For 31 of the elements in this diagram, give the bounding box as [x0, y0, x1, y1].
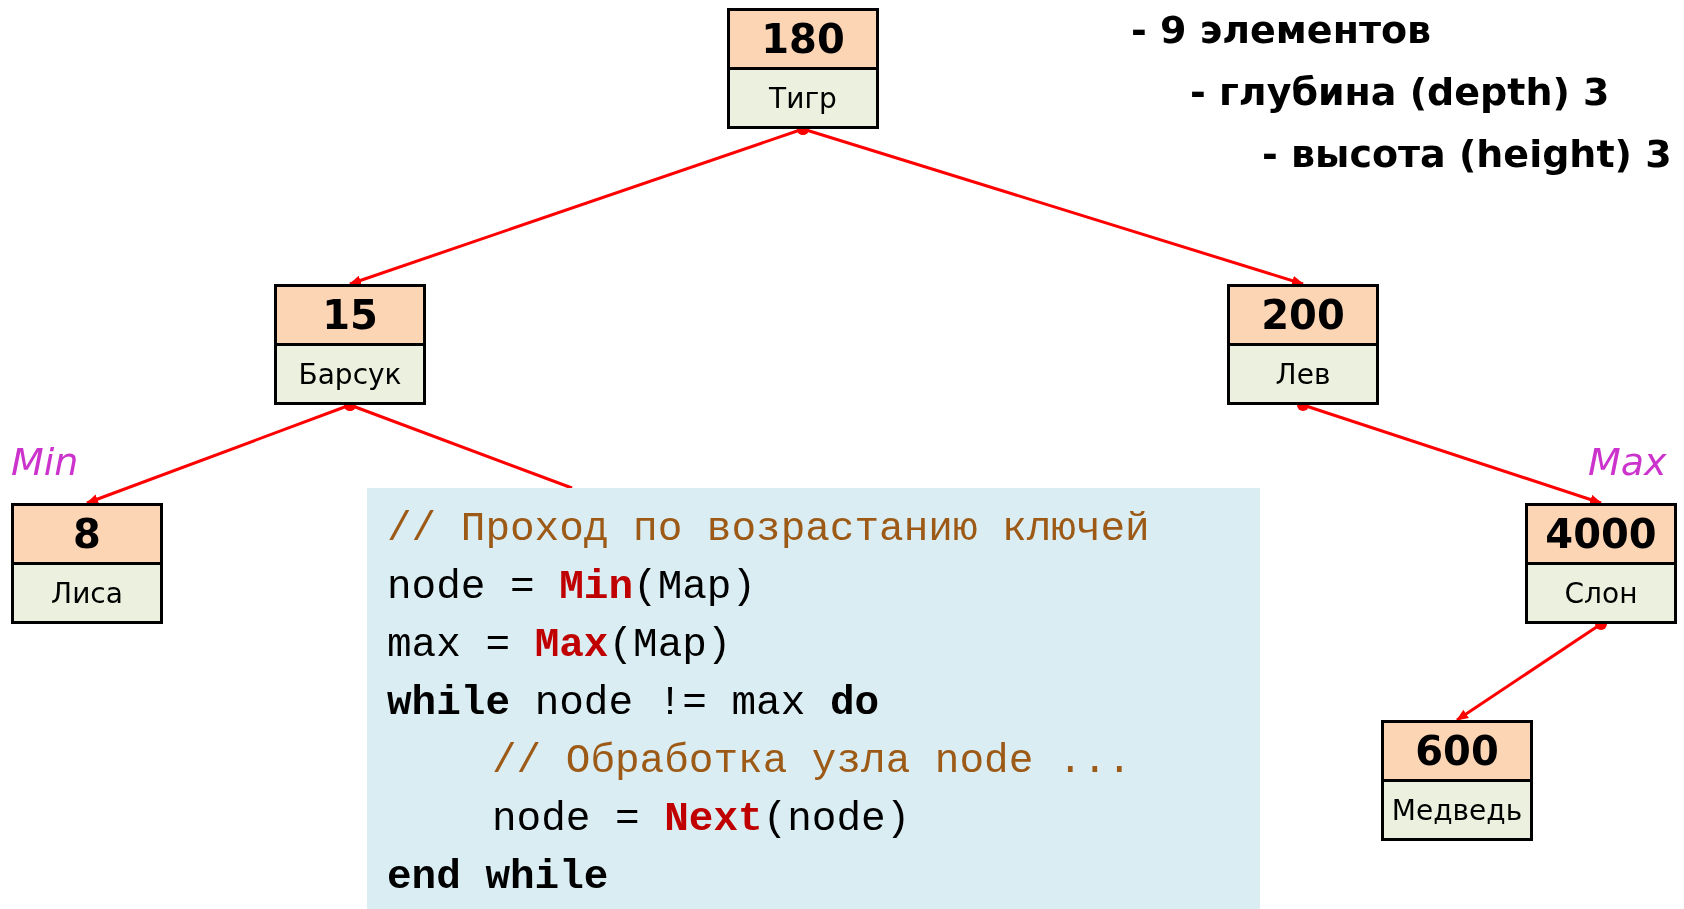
node-annotation: Min — [11, 440, 79, 484]
node-value: Лев — [1230, 346, 1376, 402]
note-text: - 9 элементов — [1131, 8, 1432, 52]
code-line: end while — [387, 853, 610, 902]
node-key: 15 — [277, 287, 423, 346]
node-value: Лиса — [14, 565, 160, 621]
tree-node — [274, 284, 426, 405]
node-value: Медведь — [1384, 782, 1530, 838]
node-value: Барсук — [277, 346, 423, 402]
code-line: node = Next(node) — [491, 795, 912, 844]
node-value: Слон — [1528, 565, 1674, 621]
tree-node — [1525, 503, 1677, 624]
tree-node — [727, 8, 879, 129]
tree-node — [1227, 284, 1379, 405]
tree-node — [1381, 720, 1533, 841]
code-comment: // Обработка узла node ... — [491, 737, 1133, 786]
node-value: Тигр — [730, 70, 876, 126]
node-key: 180 — [730, 11, 876, 70]
node-key: 4000 — [1528, 506, 1674, 565]
code-line: node = Min(Map) — [387, 563, 758, 612]
node-key: 8 — [14, 506, 160, 565]
node-annotation: Max — [1588, 440, 1667, 484]
note-text: - высота (height) 3 — [1262, 132, 1672, 176]
note-text: - глубина (depth) 3 — [1190, 70, 1610, 114]
code-line: while node != max do — [387, 679, 881, 728]
node-key: 600 — [1384, 723, 1530, 782]
code-comment: // Проход по возрастанию ключей — [387, 505, 1151, 554]
code-panel — [367, 488, 1260, 909]
tree-node — [11, 503, 163, 624]
code-line: max = Max(Map) — [387, 621, 733, 670]
node-key: 200 — [1230, 287, 1376, 346]
